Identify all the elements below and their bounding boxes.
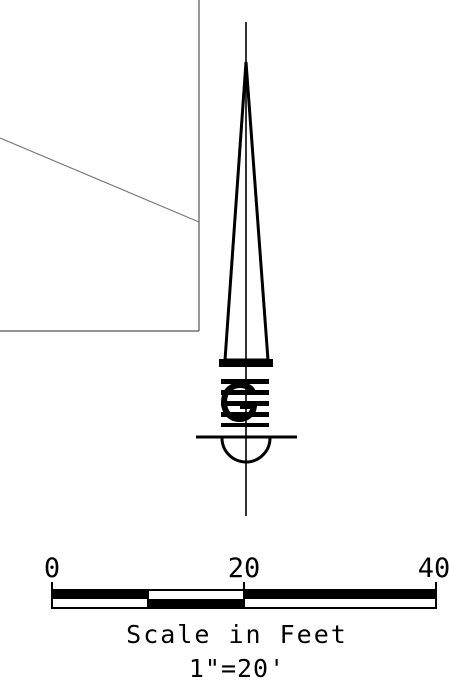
logo-g-icon bbox=[220, 379, 269, 427]
scale-ratio: 1"=20' bbox=[189, 654, 285, 683]
north-arrow-icon bbox=[196, 22, 297, 516]
scale-tick-label-40: 40 bbox=[418, 553, 449, 584]
north-arrow-half-circle bbox=[220, 437, 272, 464]
logo-g-glyph bbox=[220, 382, 258, 422]
scale-segment-top-3 bbox=[244, 590, 436, 599]
scale-bar: 0 20 40 Scale in Feet 1"=20' bbox=[44, 553, 449, 683]
scale-tick-label-0: 0 bbox=[44, 553, 60, 584]
scale-segment-top-1 bbox=[52, 590, 148, 599]
scale-tick-label-20: 20 bbox=[228, 553, 261, 584]
logo-bar-1 bbox=[221, 379, 269, 384]
scale-segment-bottom-2 bbox=[148, 599, 244, 608]
logo-bar-5 bbox=[221, 423, 269, 427]
logo-bar-4 bbox=[221, 412, 269, 417]
inset-frame bbox=[0, 0, 200, 332]
property-line bbox=[0, 137, 200, 223]
north-arrow-base bbox=[219, 359, 273, 367]
scale-caption: Scale in Feet bbox=[126, 620, 348, 649]
logo-bar-2 bbox=[221, 390, 269, 395]
